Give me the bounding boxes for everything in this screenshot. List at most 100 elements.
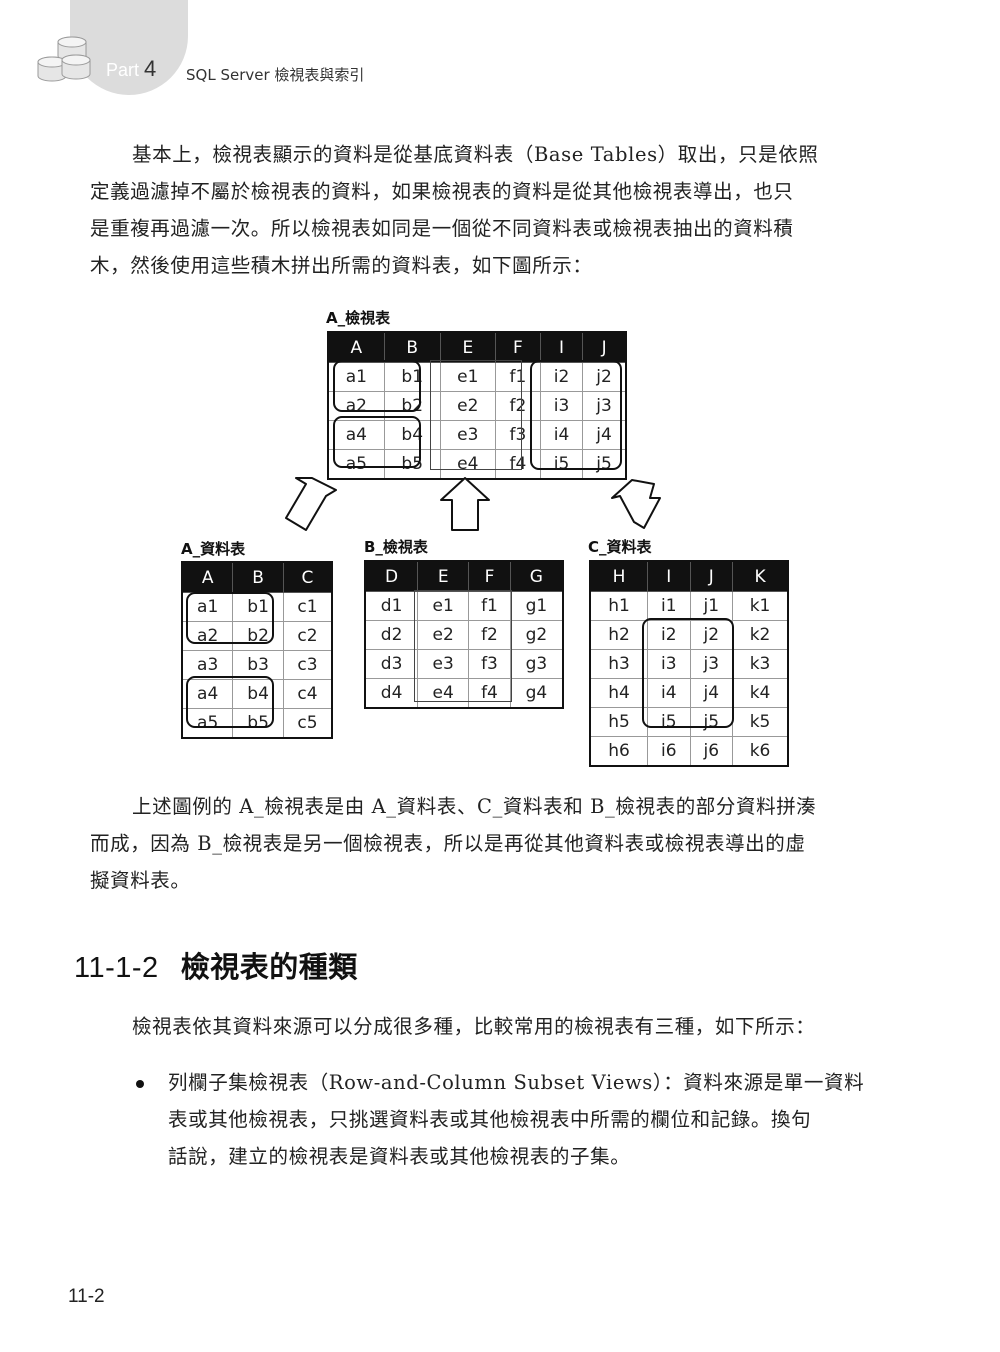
table-cell: h2 xyxy=(589,620,649,650)
paragraph-line: 木，然後使用這些積木拼出所需的資料表，如下圖所示： xyxy=(90,254,593,277)
paragraph-line: 定義過濾掉不屬於檢視表的資料，如果檢視表的資料是從其他檢視表導出，也只 xyxy=(90,180,794,203)
selection-ring-table-c-ij xyxy=(642,618,734,728)
table-cell: d1 xyxy=(364,591,419,621)
selection-ring-table-a-top xyxy=(186,592,274,644)
table-cell: i6 xyxy=(647,736,691,767)
column-header: I xyxy=(647,560,691,592)
table-cell: c5 xyxy=(282,708,333,739)
intro-paragraph: 基本上，檢視表顯示的資料是從基底資料表（Base Tables）取出，只是依照 … xyxy=(90,136,890,284)
paragraph-line: 是重複再過濾一次。所以檢視表如同是一個從不同資料表或檢視表抽出的資料積 xyxy=(90,217,794,240)
table-cell: j1 xyxy=(689,591,734,621)
bullet-line: 列欄子集檢視表（Row-and-Column Subset Views）：資料來… xyxy=(168,1071,865,1094)
table-cell: i3 xyxy=(539,391,584,421)
arrow-up-right-icon xyxy=(611,479,661,529)
table-cell: f4 xyxy=(468,678,511,709)
table-cell: g3 xyxy=(509,649,564,679)
column-header: B xyxy=(232,561,284,593)
table-cell: j3 xyxy=(582,391,627,421)
table-cell: a2 xyxy=(181,621,234,651)
column-header: A xyxy=(181,561,234,593)
column-header: D xyxy=(364,560,419,592)
column-header: F xyxy=(468,560,511,592)
table-cell: d2 xyxy=(364,620,419,650)
table-cell: c1 xyxy=(282,592,333,622)
section-heading: 11-1-2 檢視表的種類 xyxy=(74,944,358,986)
section-title-text: 檢視表的種類 xyxy=(180,950,358,984)
column-header: H xyxy=(589,560,649,592)
column-header: F xyxy=(494,331,541,363)
column-header: B xyxy=(383,331,441,363)
table-cell: h4 xyxy=(589,678,649,708)
view-a-label: A_檢視表 xyxy=(326,309,391,327)
table-cell: b1 xyxy=(232,592,284,622)
table-cell: f3 xyxy=(494,420,541,450)
table-cell: e2 xyxy=(439,391,496,421)
selection-ring-table-a-bottom xyxy=(186,676,274,728)
table-cell: f2 xyxy=(494,391,541,421)
column-header: K xyxy=(732,560,789,592)
bullet-item: 列欄子集檢視表（Row-and-Column Subset Views）：資料來… xyxy=(168,1064,888,1175)
page-number: 11-2 xyxy=(68,1286,105,1307)
table-cell: j4 xyxy=(689,678,734,708)
paragraph-line: 而成，因為 B_檢視表是另一個檢視表，所以是再從其他資料表或檢視表導出的虛 xyxy=(90,832,806,855)
bullet-line: 話說，建立的檢視表是資料表或其他檢視表的子集。 xyxy=(168,1145,631,1168)
paragraph-line: 基本上，檢視表顯示的資料是從基底資料表（Base Tables）取出，只是依照 xyxy=(132,143,819,166)
table-cell: a4 xyxy=(327,420,385,450)
paragraph-line: 上述圖例的 A_檢視表是由 A_資料表、C_資料表和 B_檢視表的部分資料拼湊 xyxy=(132,795,817,818)
header-tab-shape xyxy=(70,0,188,95)
table-cell: h1 xyxy=(589,591,649,621)
table-cell: a4 xyxy=(181,679,234,709)
table-a-label: A_資料表 xyxy=(181,540,246,558)
table-cell: k1 xyxy=(732,591,789,621)
section-number: 11-1-2 xyxy=(74,952,159,984)
table-cell: k2 xyxy=(732,620,789,650)
table-cell: k4 xyxy=(732,678,789,708)
table-cell: g2 xyxy=(509,620,564,650)
selection-box-view-a-ef xyxy=(430,360,522,470)
table-cell: d4 xyxy=(364,678,419,709)
selection-ring-view-a-ij xyxy=(530,360,622,470)
part-label: Part 4 xyxy=(106,56,157,81)
table-cell: i3 xyxy=(647,649,691,679)
column-header: I xyxy=(539,331,584,363)
bullet-line: 表或其他檢視表，只挑選資料表或其他檢視表中所需的欄位和記錄。換句 xyxy=(168,1108,812,1131)
table-cell: k6 xyxy=(732,736,789,767)
paragraph-line: 檢視表依其資料來源可以分成很多種，比較常用的檢視表有三種，如下所示： xyxy=(132,1015,816,1038)
table-cell: f1 xyxy=(468,591,511,621)
table-cell: f3 xyxy=(468,649,511,679)
table-cell: c4 xyxy=(282,679,333,709)
table-cell: i2 xyxy=(647,620,691,650)
table-cell: e4 xyxy=(417,678,470,709)
table-cell: e2 xyxy=(417,620,470,650)
table-cell: h3 xyxy=(589,649,649,679)
view-b-label: B_檢視表 xyxy=(364,538,428,556)
selection-ring-view-a-ab-bottom xyxy=(333,416,421,468)
database-icon xyxy=(37,36,91,82)
table-cell: h6 xyxy=(589,736,649,767)
bullet-dot-icon xyxy=(136,1080,144,1088)
table-cell: g4 xyxy=(509,678,564,709)
arrow-up-left-icon xyxy=(285,477,337,531)
paragraph-line: 擬資料表。 xyxy=(90,869,191,892)
part-number: 4 xyxy=(144,56,157,81)
table-cell: i4 xyxy=(539,420,584,450)
table-cell: b4 xyxy=(232,679,284,709)
selection-ring-view-a-ab-top xyxy=(333,360,421,412)
table-cell: j6 xyxy=(689,736,734,767)
column-header: G xyxy=(509,560,564,592)
types-intro-paragraph: 檢視表依其資料來源可以分成很多種，比較常用的檢視表有三種，如下所示： xyxy=(90,1008,890,1045)
table-cell: b2 xyxy=(232,621,284,651)
